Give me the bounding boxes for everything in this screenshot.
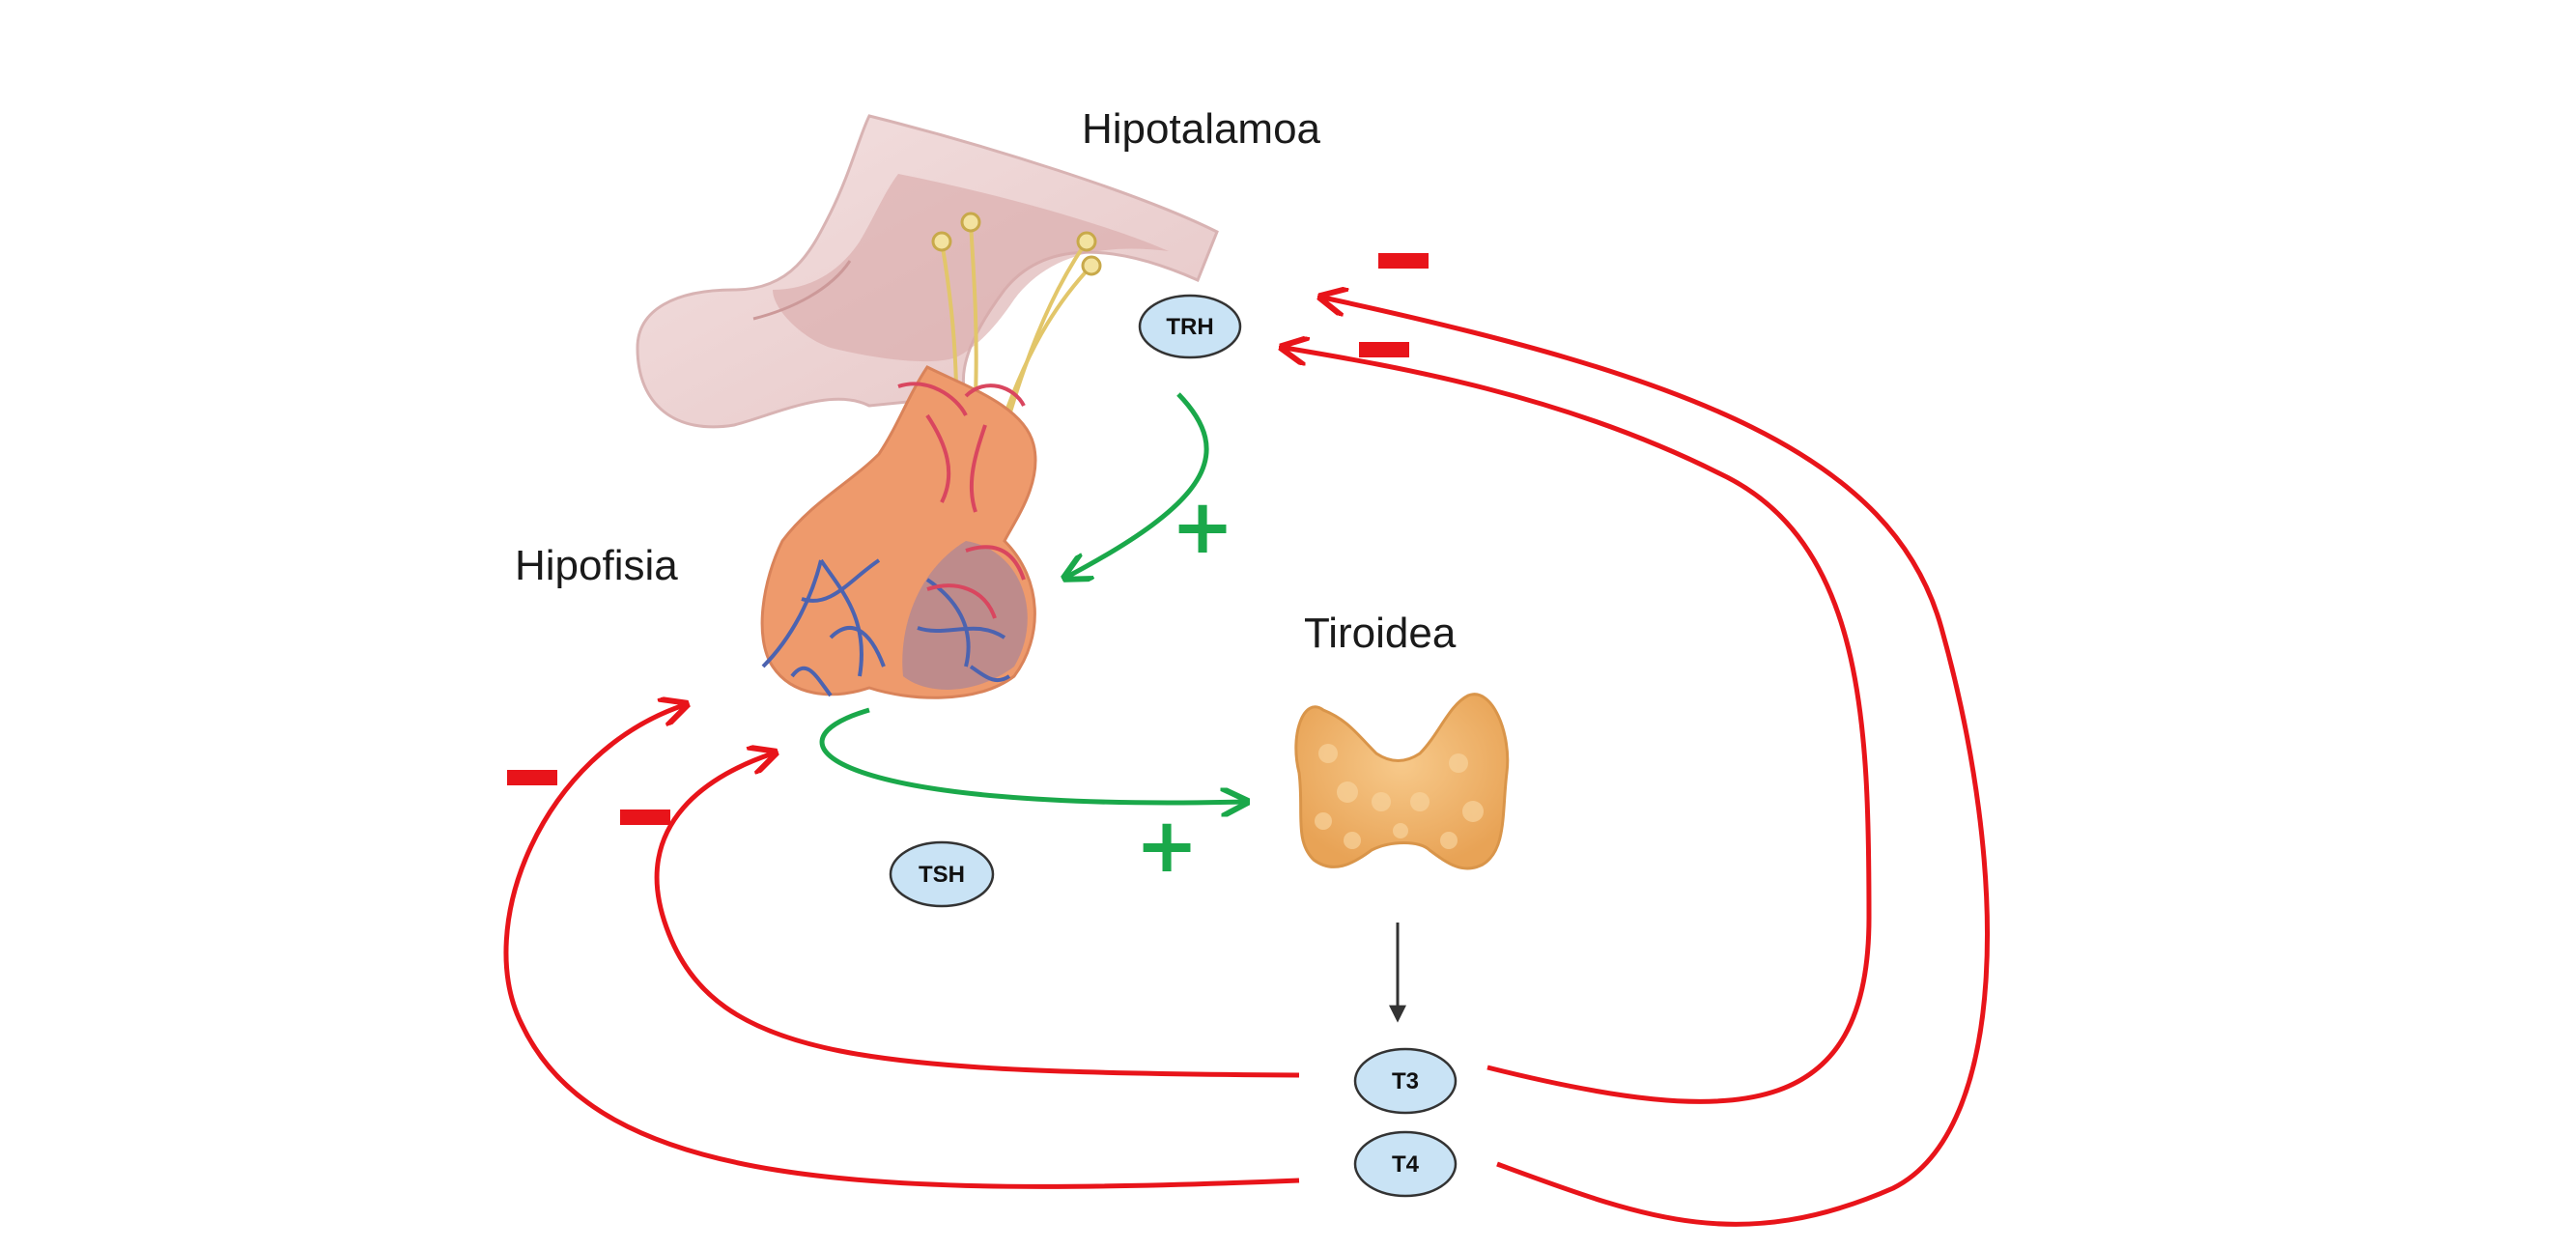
trh-label: TRH [1166, 314, 1213, 340]
pituitary-label: Hipofisia [515, 542, 678, 589]
minus-sign-pituitary-left [507, 770, 557, 785]
tsh-badge: TSH [889, 840, 995, 908]
t4-to-hypothalamus-feedback [1323, 298, 1990, 1227]
t4-to-pituitary-feedback [503, 705, 1300, 1189]
t4-label: T4 [1392, 1151, 1420, 1178]
plus-sign-tsh: + [1135, 803, 1198, 890]
hypothalamus-label: Hipotalamoa [1082, 105, 1321, 153]
t3-to-pituitary-feedback [654, 753, 1300, 1078]
minus-sign-pituitary-right [620, 810, 670, 825]
t3-badge: T3 [1353, 1047, 1458, 1115]
trh-badge: TRH [1138, 294, 1242, 359]
plus-sign-trh: + [1171, 484, 1233, 571]
trh-to-pituitary-arrow [1067, 392, 1209, 577]
minus-signs [507, 253, 1429, 825]
tsh-label: TSH [919, 862, 965, 888]
tsh-to-thyroid-arrow [819, 707, 1244, 803]
thyroid-gland-icon [1294, 693, 1510, 870]
t3-to-hypothalamus-feedback [1285, 348, 1872, 1104]
thyroid-label: Tiroidea [1304, 610, 1457, 657]
minus-sign-hypothalamus-lower [1359, 342, 1409, 357]
t4-badge: T4 [1353, 1130, 1458, 1198]
minus-sign-hypothalamus-upper [1378, 253, 1429, 269]
pituitary-gland-icon [760, 365, 1037, 699]
t3-label: T3 [1392, 1068, 1419, 1094]
